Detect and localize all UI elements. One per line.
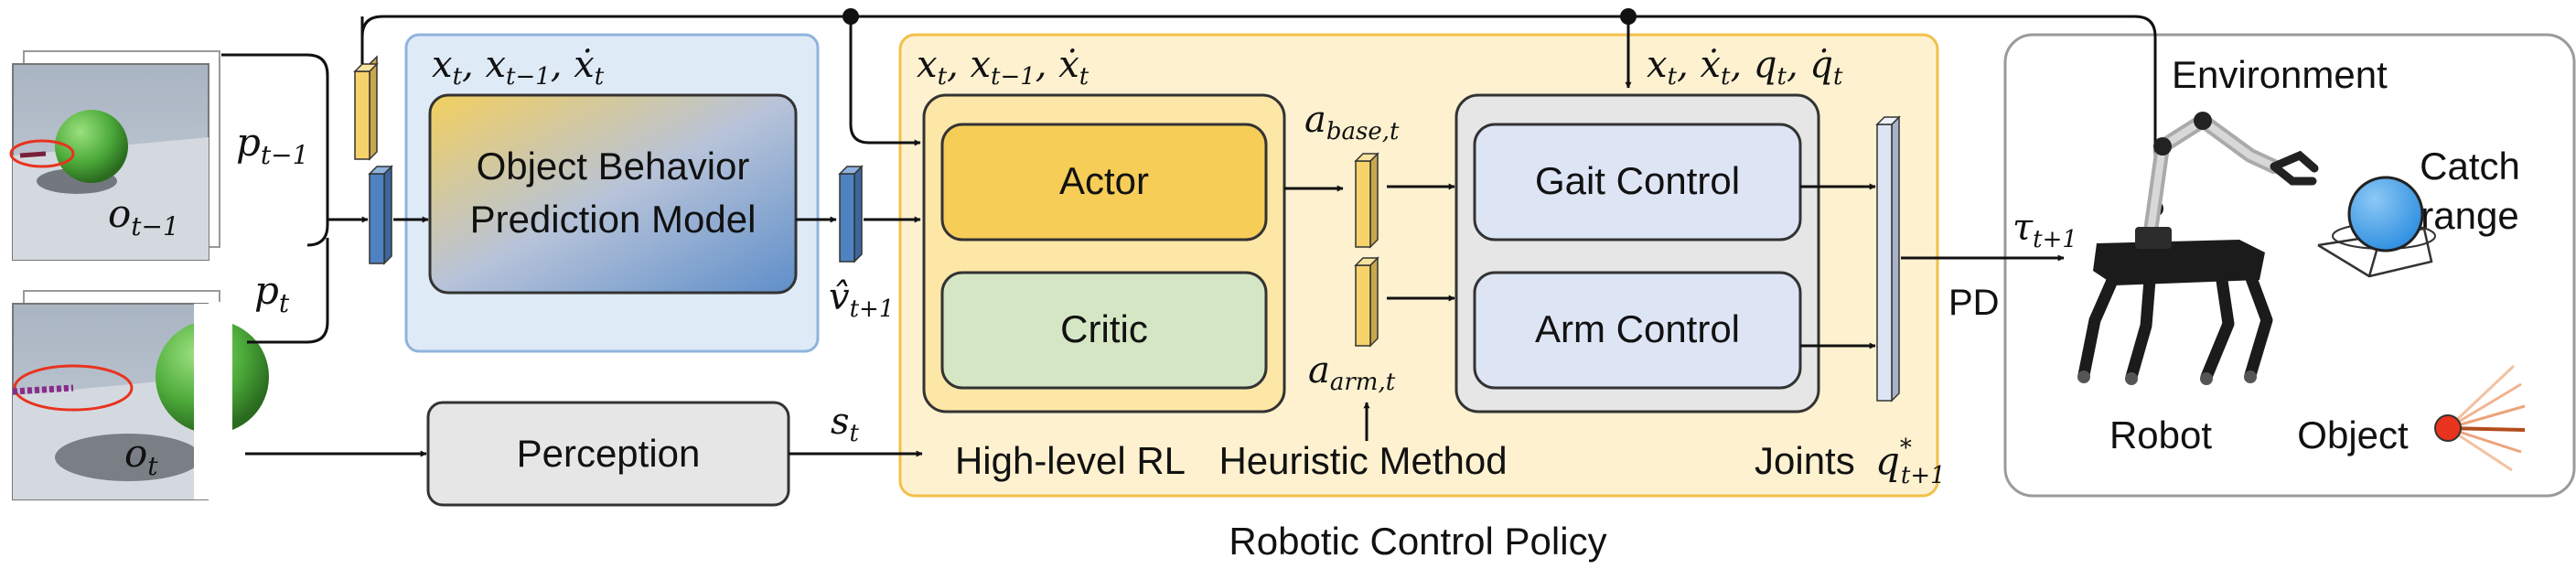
observation-image-current	[12, 290, 269, 503]
catch-range-label-line1: Catch	[2420, 145, 2520, 188]
robotic-control-policy-label: Robotic Control Policy	[1229, 520, 1606, 563]
position-previous-label: pt−1	[236, 120, 308, 170]
actor-label: Actor	[1059, 159, 1149, 202]
joints-label: Joints	[1755, 439, 1855, 482]
object-behavior-prediction-model-box	[428, 93, 798, 295]
feature-bar-yellow-left	[353, 55, 379, 161]
feature-bar-joints	[1875, 115, 1901, 403]
arm-control-label: Arm Control	[1535, 307, 1740, 350]
feature-bar-predicted-velocity	[838, 165, 864, 263]
perception-state-label: st	[831, 401, 860, 447]
heuristic-method-label: Heuristic Method	[1218, 439, 1507, 482]
gait-control-box	[1473, 123, 1802, 242]
critic-label: Critic	[1060, 307, 1148, 350]
arm-action-label: aarm,t	[1308, 349, 1396, 396]
feature-bar-base-action	[1354, 152, 1379, 249]
catch-range-label-line2: range	[2420, 194, 2518, 237]
arm-control-box	[1473, 271, 1802, 390]
environment-region	[2003, 33, 2576, 498]
state-feedback-line	[360, 15, 2157, 207]
object-behavior-label-line2: Prediction Model	[470, 198, 757, 241]
gait-control-label: Gait Control	[1535, 159, 1740, 202]
high-level-rl-label: High-level RL	[955, 439, 1186, 482]
object-behavior-label-line1: Object Behavior	[477, 145, 750, 188]
state-label-control: xt, ẋt, qt, q̇t	[1647, 44, 1843, 91]
catch-range-illustration	[2317, 176, 2436, 278]
actor-box	[940, 123, 1268, 242]
observation-image-previous	[9, 50, 220, 261]
critic-box	[940, 271, 1268, 390]
perception-label: Perception	[517, 432, 701, 475]
robot-illustration	[2077, 112, 2319, 385]
position-current-label: pt	[254, 268, 290, 318]
pd-label: PD	[1948, 283, 2000, 323]
brace-previous	[221, 53, 329, 247]
feature-bar-arm-action	[1354, 256, 1379, 348]
feature-bar-blue-left	[368, 165, 393, 265]
environment-label: Environment	[2172, 53, 2388, 96]
robot-label: Robot	[2109, 413, 2212, 456]
brace-current	[247, 238, 329, 344]
predicted-velocity-label: v̂t+1	[829, 276, 894, 323]
object-illustration	[2434, 364, 2526, 472]
object-label: Object	[2297, 413, 2409, 456]
